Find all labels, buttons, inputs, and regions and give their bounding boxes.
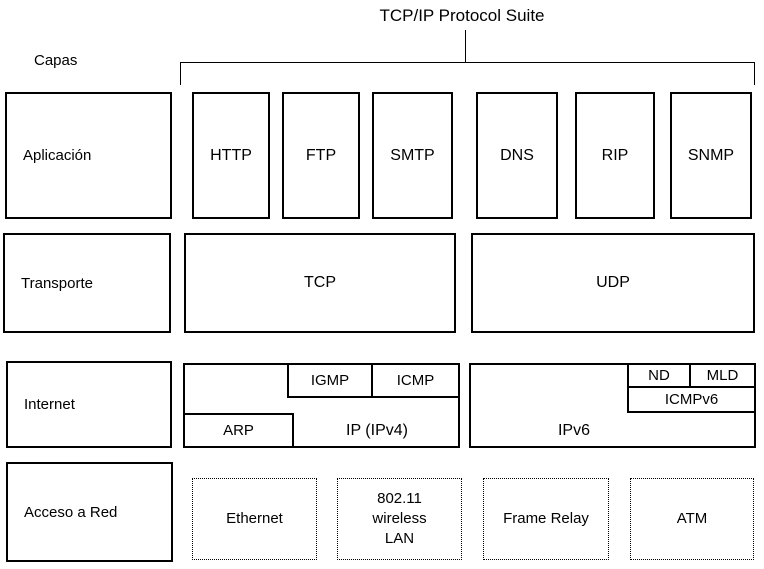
protocol-box-frame-relay: Frame Relay — [483, 478, 609, 560]
protocol-box-udp: UDP — [471, 233, 755, 333]
layer-label-transport: Transporte — [21, 274, 93, 292]
protocol-label-frame-relay: Frame Relay — [503, 509, 589, 527]
protocol-box-icmp: ICMP — [371, 363, 460, 398]
protocol-label-nd: ND — [648, 367, 670, 384]
protocol-label-rip: RIP — [601, 146, 629, 164]
protocol-label-udp: UDP — [596, 274, 630, 291]
protocol-label-ftp: FTP — [305, 146, 337, 164]
protocol-box-icmpv6: ICMPv6 — [627, 386, 756, 413]
protocol-label-http: HTTP — [210, 146, 252, 164]
protocol-label-igmp: IGMP — [310, 372, 350, 389]
layer-box-application: Aplicación — [5, 92, 172, 219]
protocol-box-atm: ATM — [630, 478, 754, 560]
layer-box-network-access: Acceso a Red — [6, 462, 173, 562]
protocol-box-tcp: TCP — [184, 233, 456, 333]
layer-label-internet: Internet — [24, 396, 75, 413]
protocol-box-ethernet: Ethernet — [192, 478, 317, 560]
protocol-box-http: HTTP — [192, 92, 270, 219]
title-connector-line — [465, 30, 466, 63]
bracket-left-tick — [180, 62, 181, 85]
protocol-label-icmp: ICMP — [396, 372, 435, 389]
protocol-box-ftp: FTP — [282, 92, 360, 219]
protocol-label-dns: DNS — [500, 146, 534, 164]
protocol-label-ipv6: IPv6 — [557, 421, 590, 439]
protocol-label-ethernet: Ethernet — [226, 509, 283, 527]
protocol-label-tcp: TCP — [304, 274, 336, 291]
protocol-box-dns: DNS — [476, 92, 558, 219]
protocol-box-mld: MLD — [689, 363, 756, 388]
protocol-box-smtp: SMTP — [372, 92, 453, 219]
layer-label-network-access: Acceso a Red — [24, 503, 118, 521]
diagram-title: TCP/IP Protocol Suite — [379, 6, 545, 25]
protocol-box-80211-wireless-lan: 802.11 wireless LAN — [337, 478, 462, 560]
protocol-label-ip-ipv4: IP (IPv4) — [346, 421, 408, 439]
protocol-label-atm: ATM — [676, 509, 708, 527]
bracket-right-tick — [754, 62, 755, 85]
layer-box-transport: Transporte — [3, 233, 171, 333]
protocol-box-igmp: IGMP — [287, 363, 373, 398]
protocol-label-mld: MLD — [706, 367, 739, 384]
protocol-label-icmpv6: ICMPv6 — [664, 391, 719, 408]
layer-box-internet: Internet — [6, 361, 172, 448]
protocol-box-arp: ARP — [183, 413, 294, 448]
layers-column-heading: Capas — [34, 52, 78, 69]
layer-label-application: Aplicación — [23, 147, 92, 164]
protocol-box-rip: RIP — [575, 92, 655, 219]
protocol-box-nd: ND — [627, 363, 691, 388]
protocol-label-arp: ARP — [223, 422, 254, 439]
protocol-label-snmp: SNMP — [687, 146, 735, 164]
protocol-label-smtp: SMTP — [390, 146, 435, 164]
bracket-line — [180, 62, 755, 63]
protocol-box-snmp: SNMP — [670, 92, 752, 219]
protocol-label-80211-wireless-lan: 802.11 wireless LAN — [372, 489, 427, 548]
